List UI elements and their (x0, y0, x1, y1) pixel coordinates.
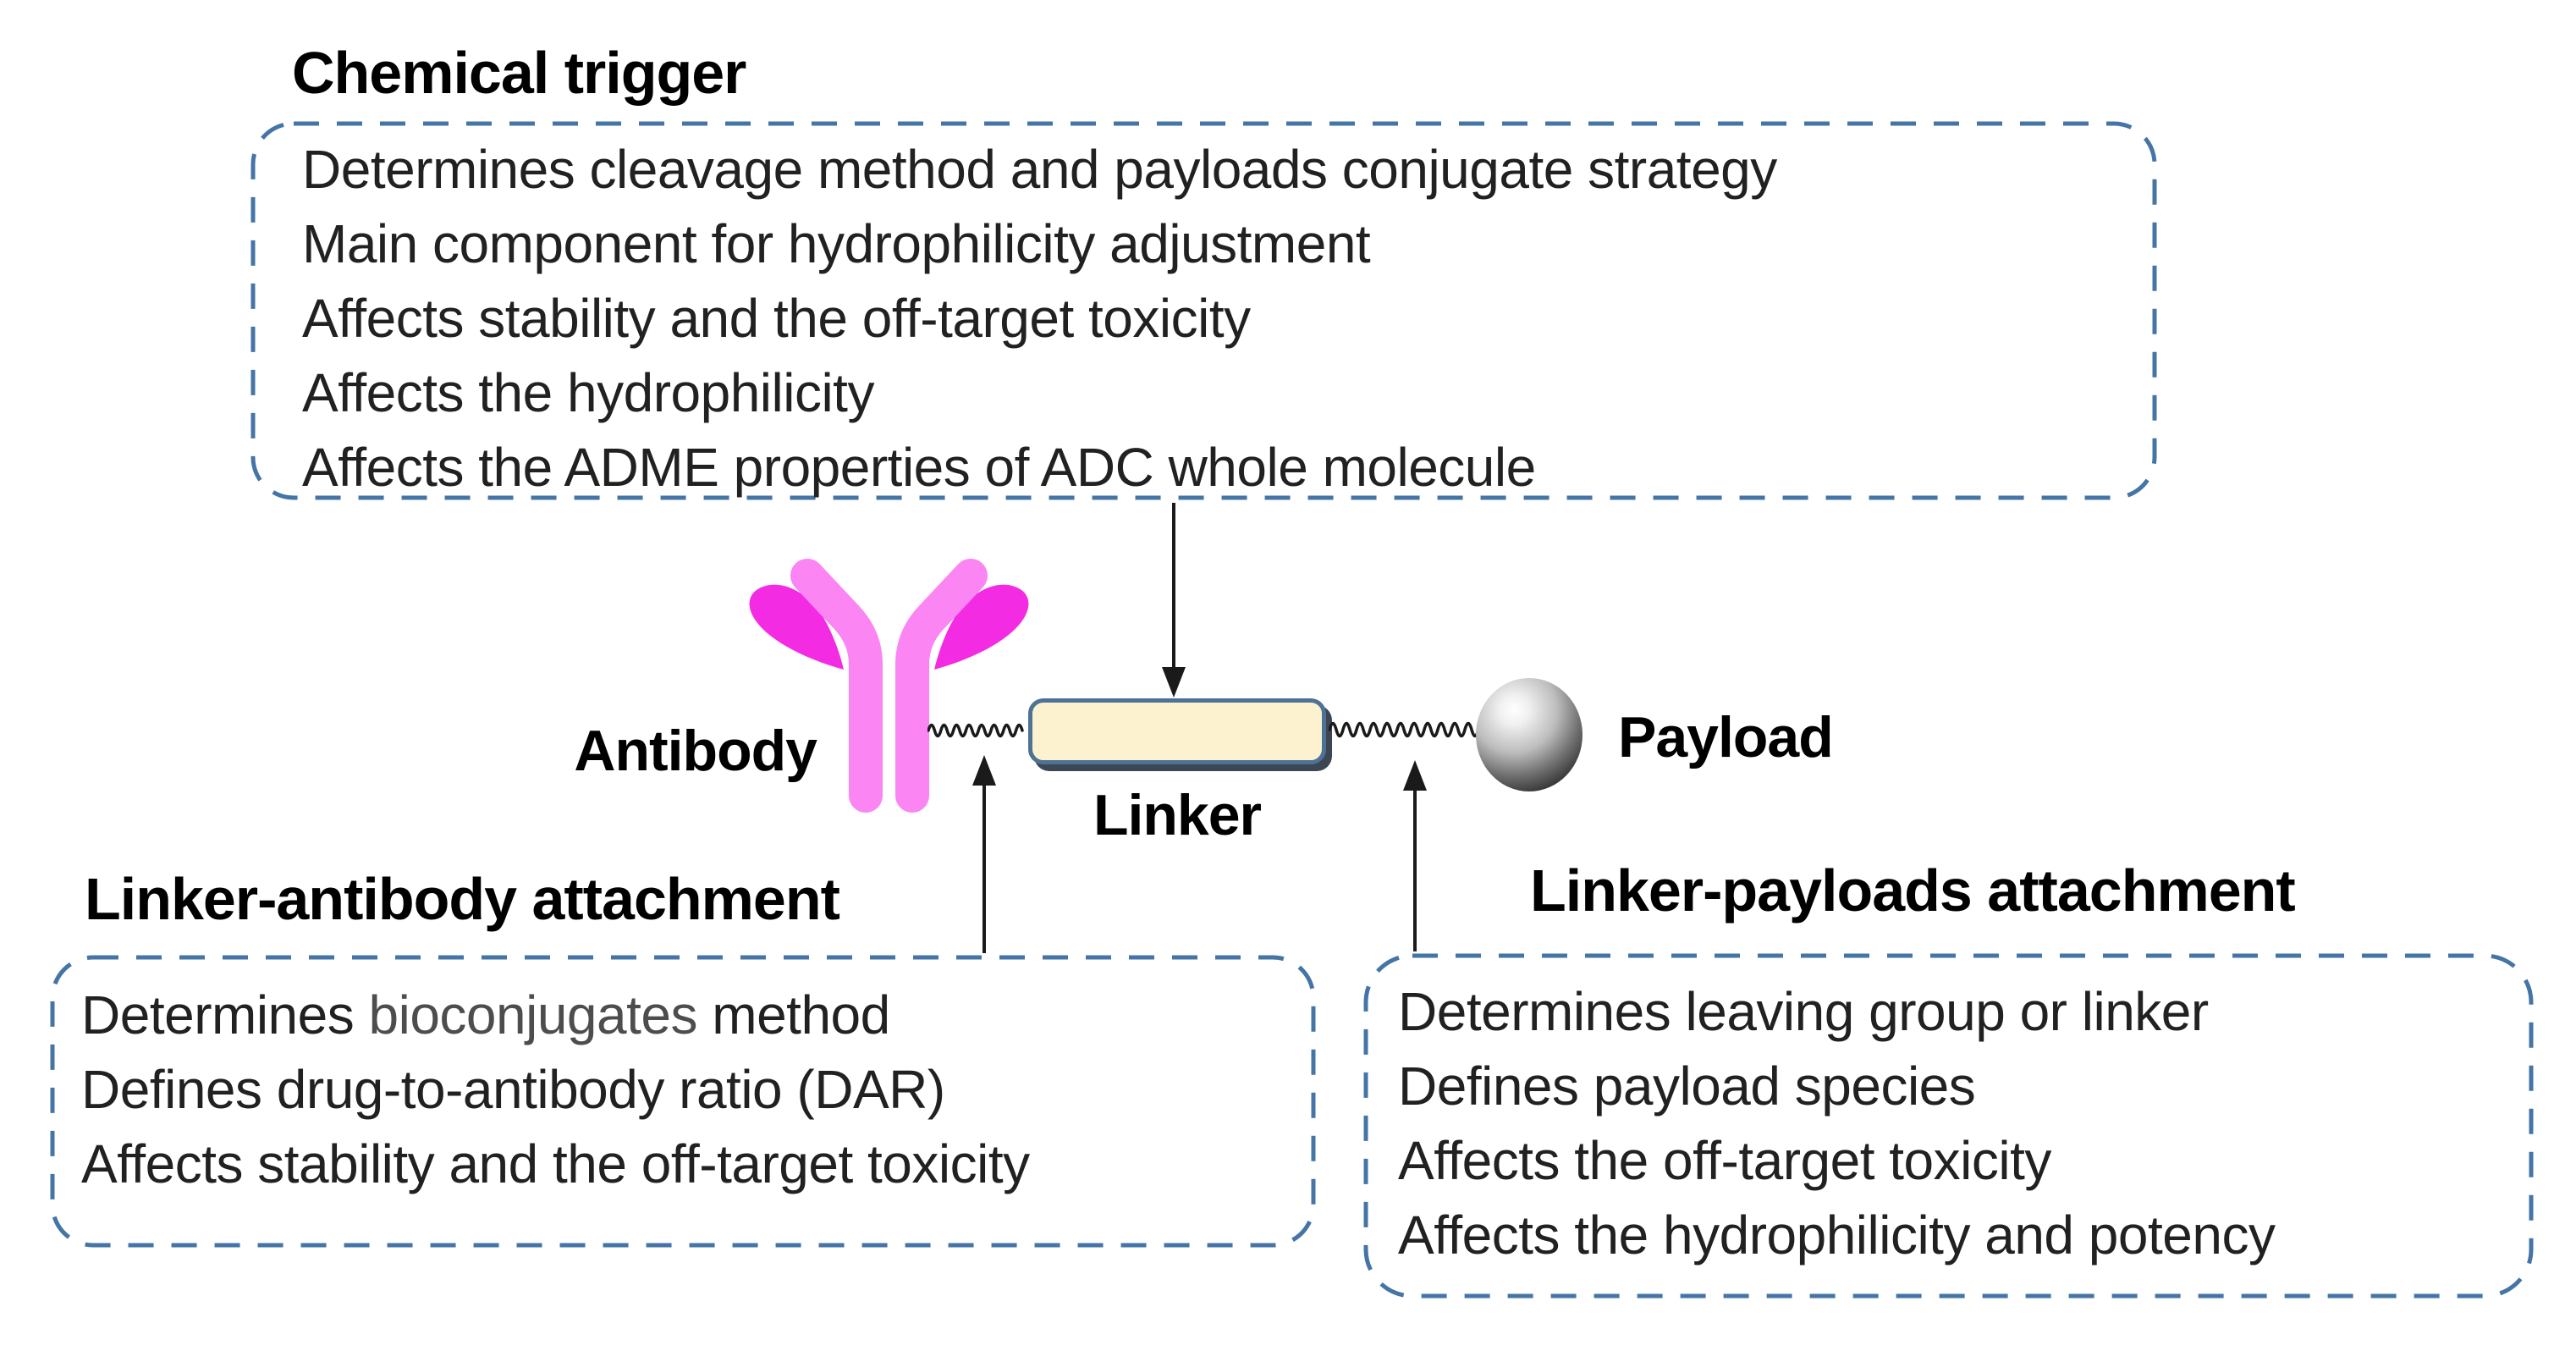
payload-sphere-icon (1476, 678, 1582, 791)
line-suffix: method (696, 984, 890, 1045)
antibody-label: Antibody (574, 719, 817, 783)
dashed-border (1363, 953, 2534, 1299)
dashed-border (50, 955, 1316, 1248)
bioconjugates-highlight: bioconjugates (368, 984, 698, 1045)
linker-antibody-line: Affects stability and the off-target tox… (81, 1133, 1030, 1194)
arrow-up-left-icon (972, 755, 996, 953)
linker-payloads-line: Defines payload species (1398, 1056, 1976, 1117)
antibody-linker-bond-icon (927, 723, 1024, 738)
linker-antibody-line: Determines bioconjugates method (81, 978, 1317, 1052)
chemical-trigger-line: Main component for hydrophilicity adjust… (302, 213, 1371, 274)
line-prefix: Determines (81, 984, 369, 1045)
linker-payloads-line: Affects the hydrophilicity and potency (1398, 1205, 2276, 1266)
linker-payloads-line: Affects the off-target toxicity (1398, 1130, 2051, 1191)
linker-label: Linker (1093, 783, 1262, 847)
linker-antibody-title: Linker-antibody attachment (85, 866, 840, 932)
linker-antibody-box: Determines bioconjugates method Defines … (49, 954, 1317, 1249)
dashed-border (250, 121, 2157, 500)
linker-antibody-line: Defines drug-to-antibody ratio (DAR) (81, 1059, 945, 1120)
linker-payloads-box: Determines leaving group or linker Defin… (1362, 952, 2535, 1299)
arrow-up-right-icon (1403, 760, 1427, 951)
chemical-trigger-title: Chemical trigger (292, 40, 746, 106)
payload-label: Payload (1618, 705, 1834, 769)
linker-box (1028, 698, 1326, 764)
chemical-trigger-line: Affects the hydrophilicity (302, 362, 874, 423)
chemical-trigger-box: Determines cleavage method and payloads … (250, 120, 2158, 501)
arrow-down-icon (1162, 503, 1186, 698)
linker-payloads-line: Determines leaving group or linker (1398, 981, 2209, 1042)
chemical-trigger-line: Affects stability and the off-target tox… (302, 288, 1251, 349)
antibody-icon (749, 559, 1029, 813)
chemical-trigger-line: Determines cleavage method and payloads … (302, 139, 1777, 200)
chemical-trigger-line: Affects the ADME properties of ADC whole… (302, 437, 1536, 498)
linker-payloads-title: Linker-payloads attachment (1530, 857, 2296, 924)
linker-payload-bond-icon (1329, 721, 1479, 738)
